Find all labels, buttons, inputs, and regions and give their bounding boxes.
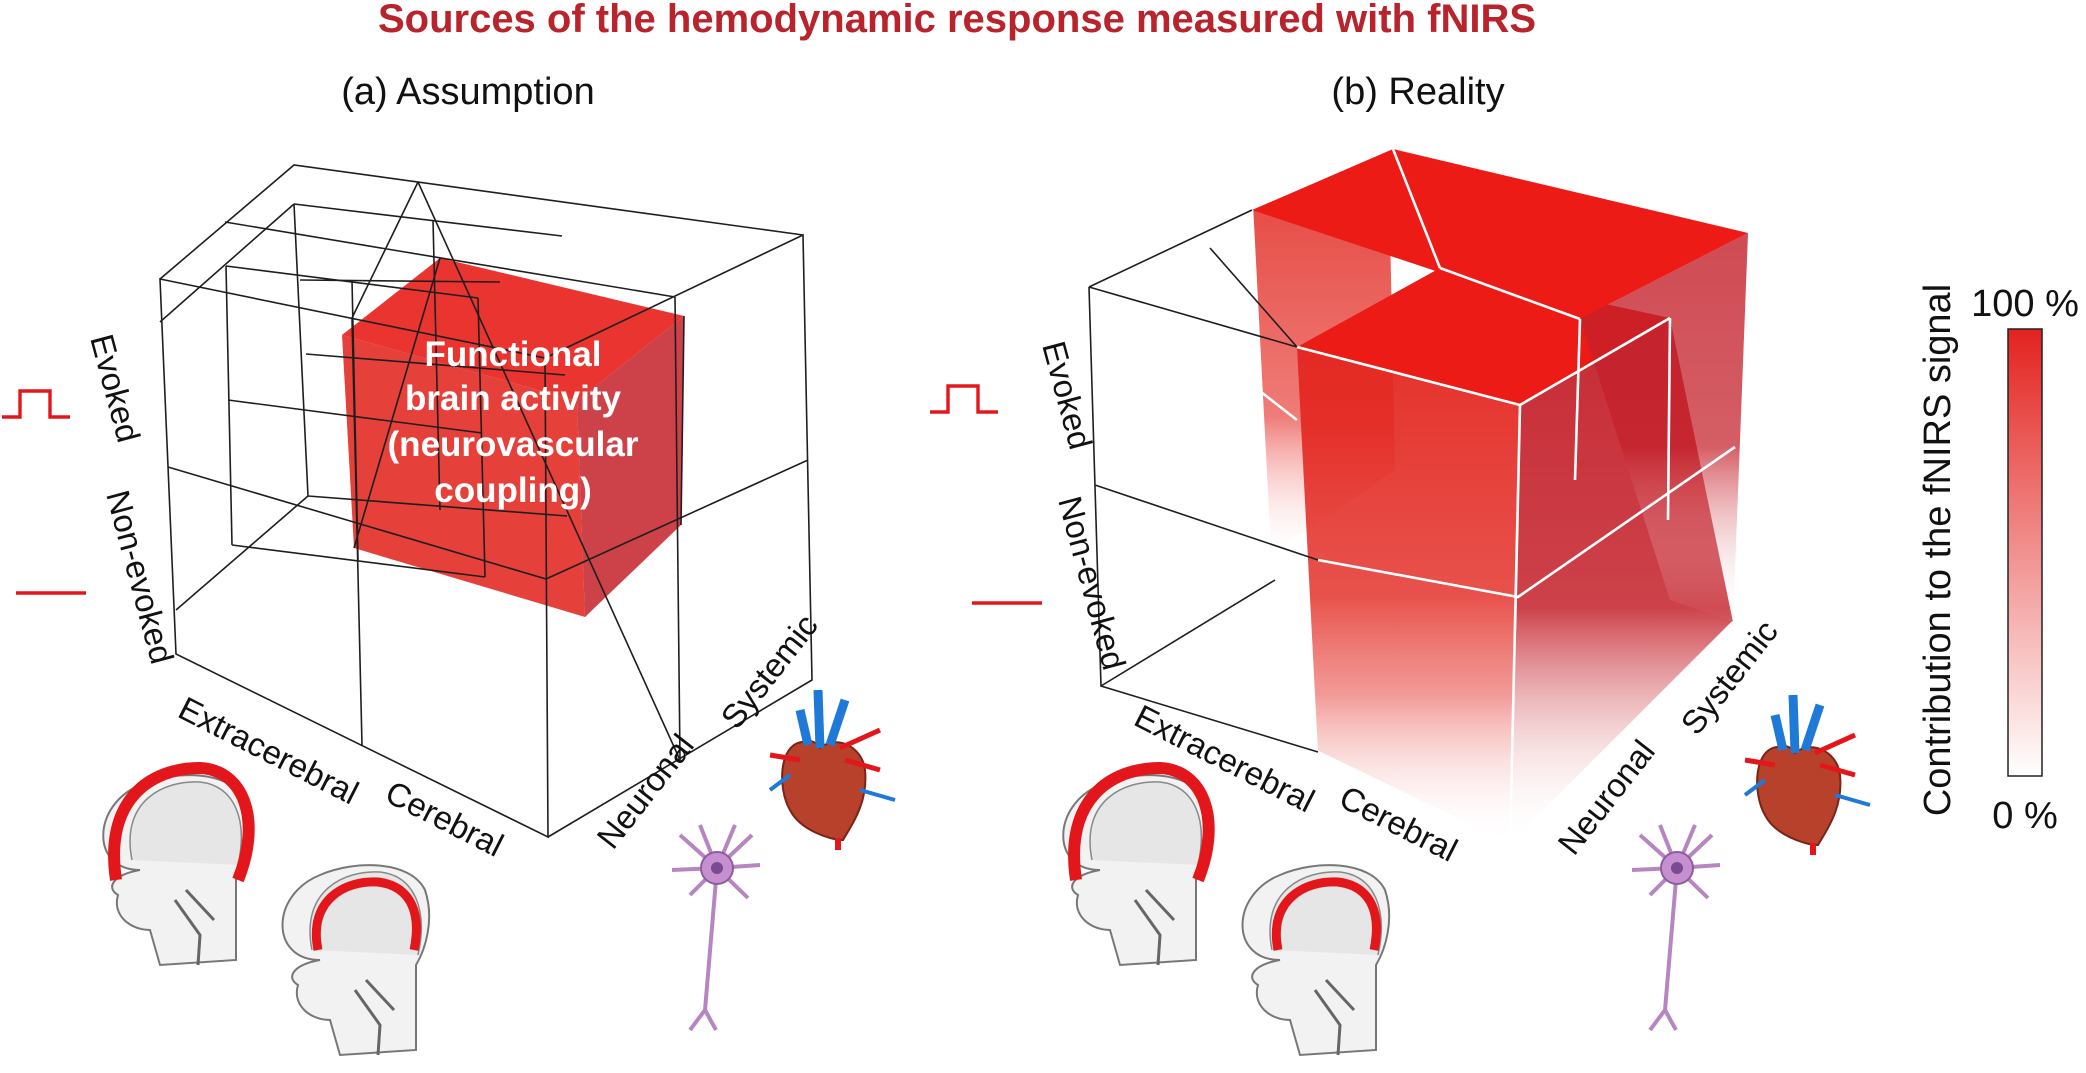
panel-b-cube <box>1088 148 1748 847</box>
colorbar-gradient <box>2007 328 2043 777</box>
panel-a-back-grid <box>159 203 568 611</box>
functional-activity-label: Functional brain activity (neurovascular… <box>388 335 639 510</box>
cube-label-line-3: (neurovascular <box>388 425 639 464</box>
functional-activity-front-face <box>342 335 585 617</box>
panel-b-head-cerebral-icon <box>1241 864 1391 1057</box>
panel-b-wireframe <box>1088 209 1319 753</box>
panel-a-neuron-icon <box>671 824 761 1032</box>
colorbar-max-label: 100 % <box>1971 283 2079 325</box>
panel-a-systemic-label: Systemic <box>713 607 825 735</box>
panel-a-head-cerebral-icon <box>281 864 431 1057</box>
panel-a-cube <box>159 164 813 839</box>
cube-label-line-1: Functional <box>425 335 602 374</box>
panel-b-side-back-face <box>1580 233 1748 622</box>
panel-a-top-grid <box>224 181 681 761</box>
panel-a-neuronal-label: Neuronal <box>589 727 701 855</box>
colorbar: 100 % 0 % Contribution to the fNIRS sign… <box>1917 283 2079 837</box>
panel-b-non-evoked-label: Non-evoked <box>1051 492 1133 673</box>
panel-a-side-frame <box>159 164 813 838</box>
panel-a-heart-icon <box>768 689 896 850</box>
panel-b-head-extracerebral-icon <box>1062 761 1215 967</box>
panel-b-neuron-icon <box>1631 824 1721 1032</box>
colorbar-min-label: 0 % <box>1992 795 2057 837</box>
colorbar-title: Contribution to the fNIRS signal <box>1917 284 1959 816</box>
cube-label-line-2: brain activity <box>405 379 621 418</box>
panel-a-evoked-signal-icon <box>2 389 70 419</box>
panel-a-head-extracerebral-icon <box>102 761 255 967</box>
panel-b-top-face <box>1252 149 1748 319</box>
panel-b-subtitle: (b) Reality <box>1331 71 1504 113</box>
panel-b-front-face <box>1297 347 1520 845</box>
panel-b-cube-dividers <box>1250 148 1736 847</box>
cube-label-line-4: coupling) <box>434 471 591 510</box>
figure-title: Sources of the hemodynamic response meas… <box>378 0 1536 41</box>
panel-a-non-evoked-label: Non-evoked <box>99 486 181 667</box>
panel-b-evoked-signal-icon <box>930 384 998 414</box>
panel-b-evoked-label: Evoked <box>1035 337 1099 453</box>
functional-activity-side-face <box>577 316 684 617</box>
panel-a-subtitle: (a) Assumption <box>341 71 594 113</box>
functional-activity-top-face <box>342 258 684 401</box>
panel-a-evoked-label: Evoked <box>83 330 147 446</box>
panel-b-heart-icon <box>1743 694 1871 855</box>
